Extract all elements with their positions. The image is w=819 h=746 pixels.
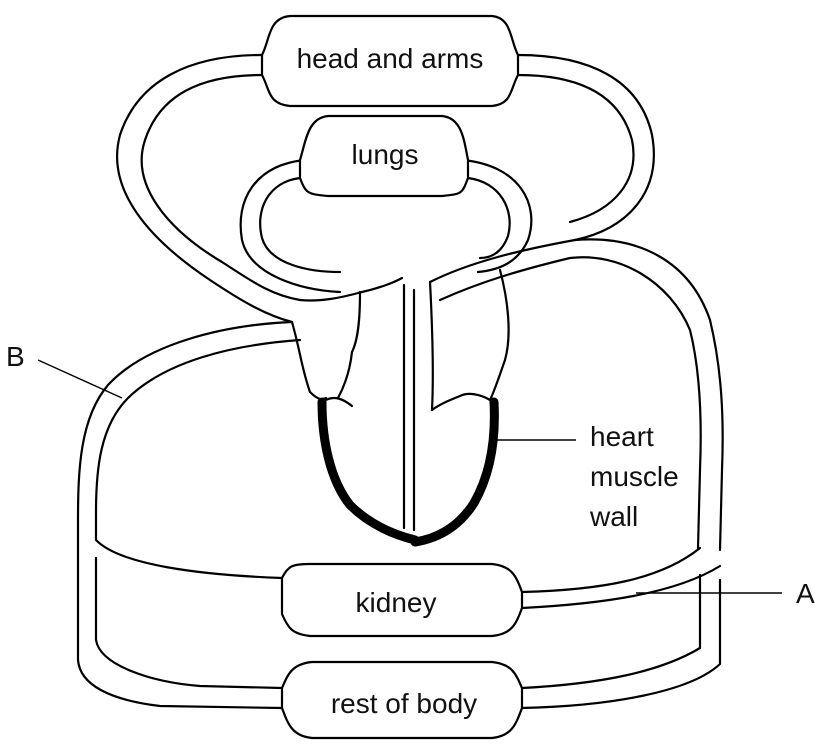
heart-right-atrium: [430, 282, 433, 410]
heart-valve-right: [432, 394, 490, 410]
label-b-leader-line: [38, 360, 122, 398]
rest-of-body-label: rest of body: [331, 688, 477, 719]
heart-muscle-wall-label-line1: heart: [590, 421, 654, 452]
heart-muscle-wall-label-line3: wall: [589, 501, 638, 532]
organ-head-and-arms: head and arms: [262, 16, 518, 106]
organ-kidney: kidney: [282, 564, 522, 636]
heart-muscle-wall-right: [415, 402, 494, 542]
heart: [292, 270, 509, 542]
annotation-b: B: [6, 341, 122, 398]
head-arms-outer-vessel: [117, 55, 292, 322]
label-a: A: [796, 578, 815, 609]
annotation-heart-muscle-wall: heart muscle wall: [490, 421, 679, 532]
aorta-lower-vessel: [440, 257, 701, 548]
head-and-arms-label: head and arms: [297, 43, 484, 74]
heart-left-chamber-outline: [292, 322, 326, 399]
lungs-right-outer-vessel: [462, 160, 531, 272]
organ-lungs: lungs: [300, 116, 468, 196]
vena-cava-outer-vessel: [78, 322, 292, 708]
heart-right-atrium-outer: [490, 270, 509, 400]
heart-muscle-wall-label-line2: muscle: [590, 461, 679, 492]
heart-valve-left: [326, 398, 352, 406]
lungs-label: lungs: [352, 139, 419, 170]
vena-cava-inner-vessel: [96, 340, 300, 578]
annotation-a: A: [636, 578, 815, 609]
kidney-label: kidney: [356, 587, 437, 618]
heart-muscle-wall-left: [322, 402, 415, 540]
lungs-right-inner-vessel: [468, 178, 510, 258]
organ-rest-of-body: rest of body: [282, 662, 522, 738]
label-b: B: [6, 341, 25, 372]
head-arms-right-inner-vessel: [518, 75, 633, 222]
heart-left-atrium-right: [338, 292, 360, 398]
kidney-right-lower: [522, 566, 720, 608]
